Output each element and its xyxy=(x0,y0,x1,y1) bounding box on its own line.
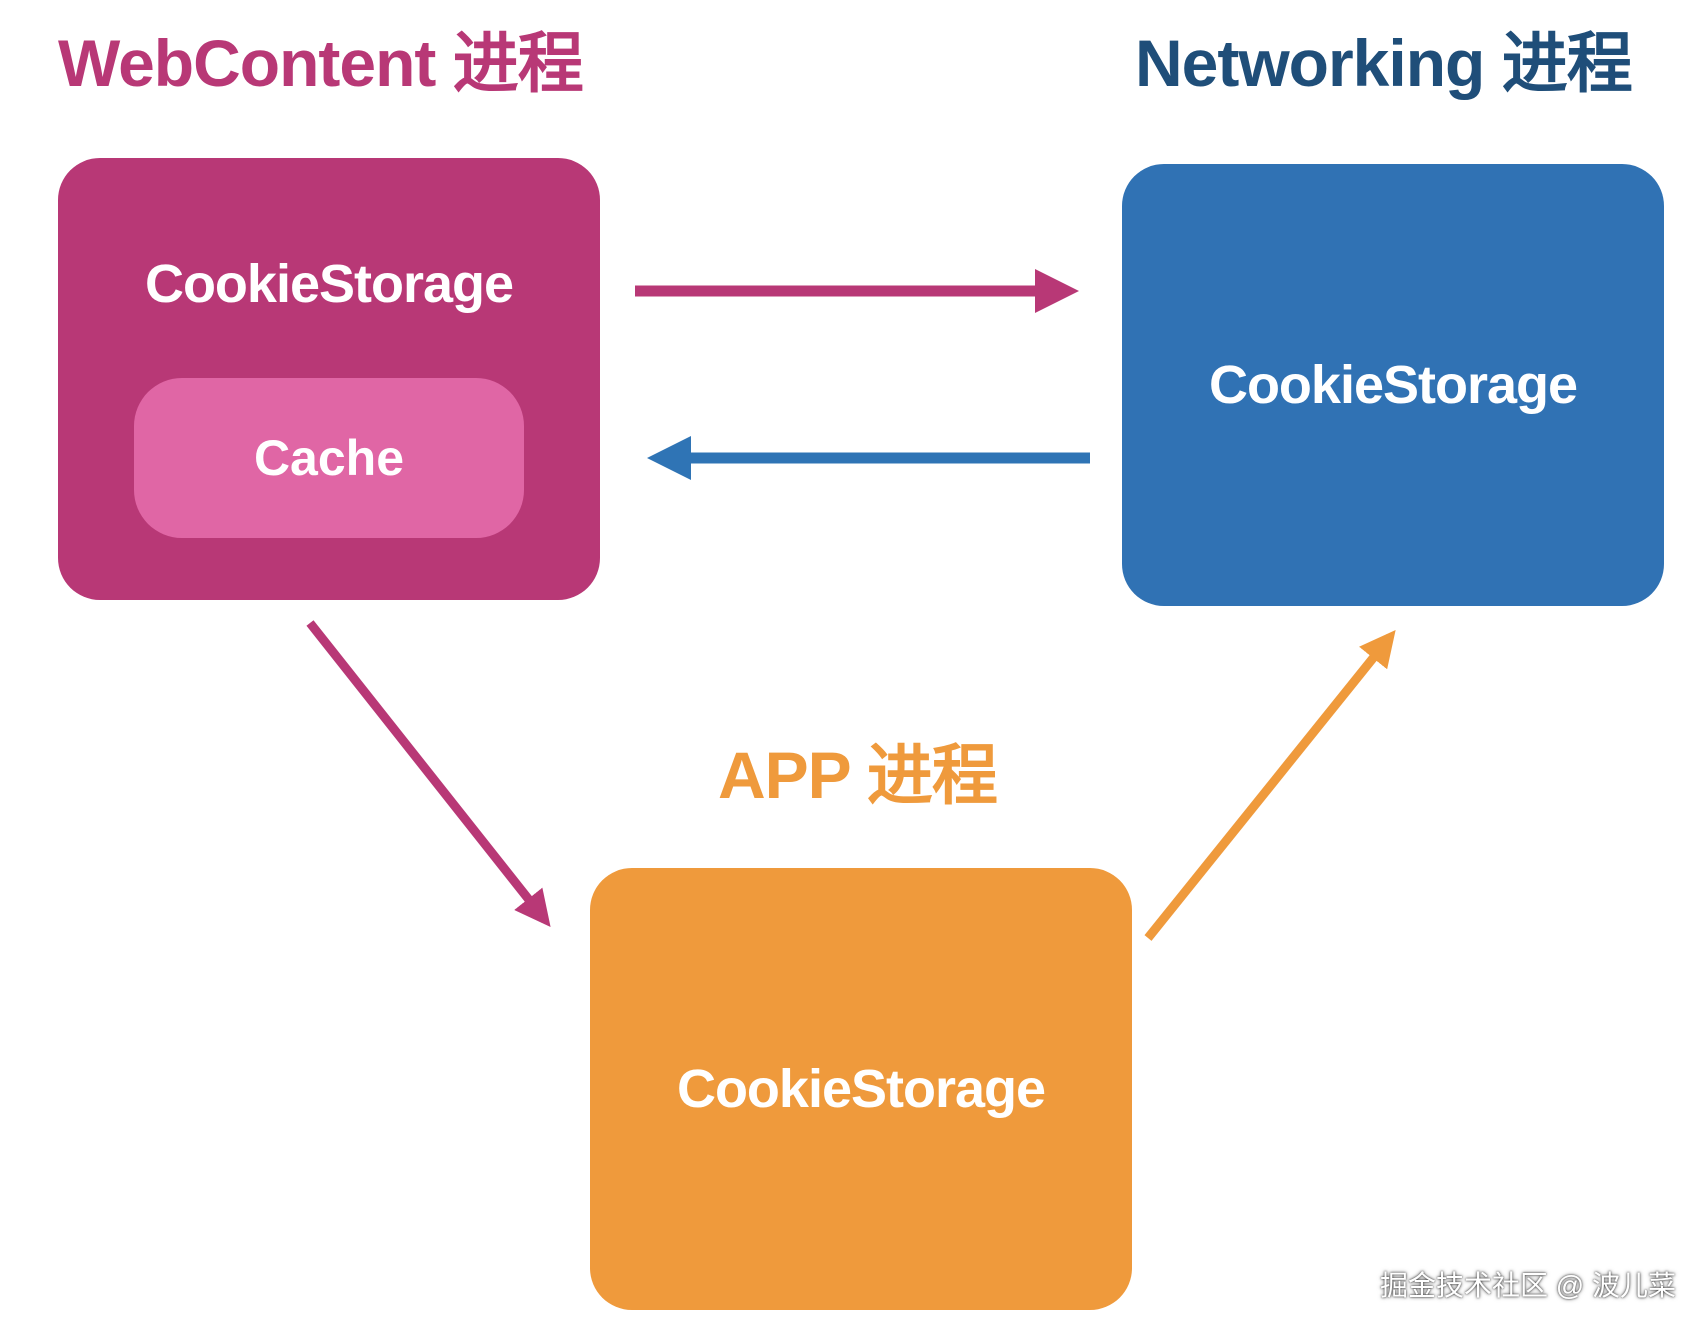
cache-box: Cache xyxy=(134,378,524,538)
networking-box: CookieStorage xyxy=(1122,164,1664,606)
networking-cookiestorage-label: CookieStorage xyxy=(1208,355,1578,415)
webcontent-cookiestorage-label: CookieStorage xyxy=(144,254,514,314)
webcontent-box: CookieStorage Cache xyxy=(58,158,600,600)
cache-label: Cache xyxy=(253,430,405,486)
arrow-webcontent-to-app xyxy=(306,620,551,928)
app-process-title: APP 进程 xyxy=(718,738,998,812)
webcontent-process-title: WebContent 进程 xyxy=(58,26,584,100)
networking-process-title: Networking 进程 xyxy=(1135,26,1633,100)
arrow-app-to-networking xyxy=(1144,629,1396,941)
app-cookiestorage-label: CookieStorage xyxy=(676,1059,1046,1119)
app-box: CookieStorage xyxy=(590,868,1132,1310)
watermark: 掘金技术社区 @ 波儿菜 xyxy=(1380,1270,1676,1301)
